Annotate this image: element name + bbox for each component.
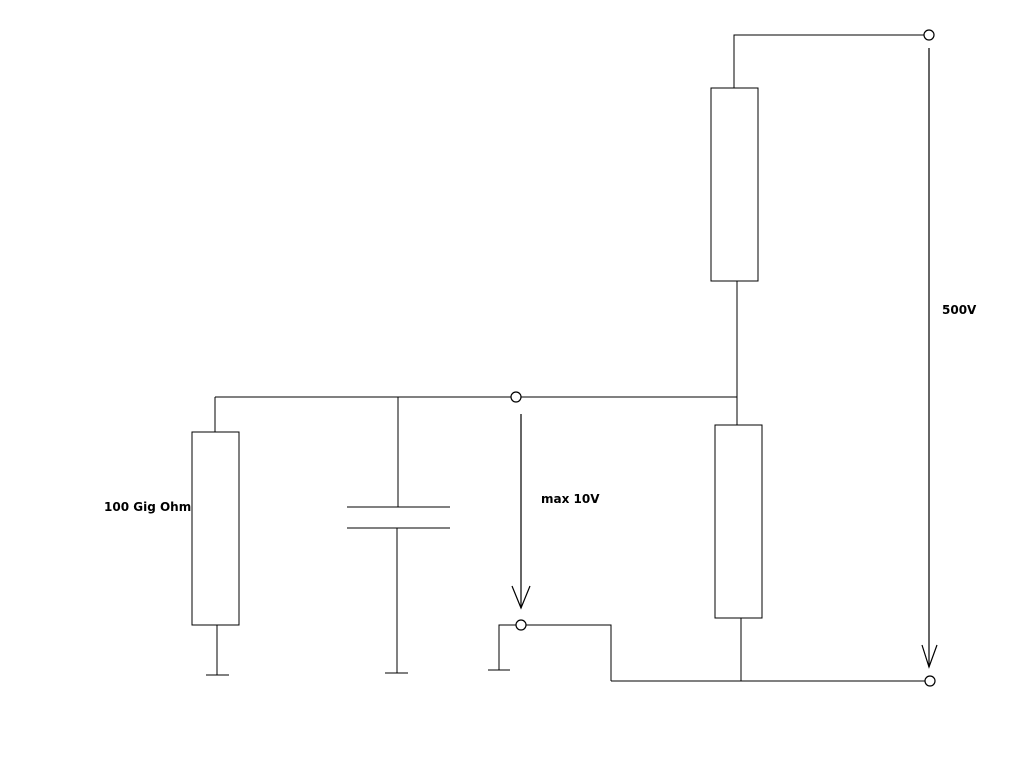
- supply-voltage-label: 500V: [942, 303, 977, 317]
- lower-resistor: [714, 424, 763, 619]
- supply-top-wire: [733, 34, 924, 88]
- supply-voltage-arrow-head: [921, 644, 938, 669]
- output-return-wire: [526, 624, 612, 681]
- supply-positive-terminal: [923, 29, 935, 41]
- output-ground-terminal: [515, 619, 527, 631]
- output-voltage-arrow-head: [511, 585, 531, 610]
- left-resistor: [191, 431, 240, 626]
- upper-resistor: [710, 87, 759, 282]
- output-voltage-label: max 10V: [541, 492, 600, 506]
- left-resistor-label: 100 Gig Ohm: [104, 500, 191, 514]
- supply-negative-terminal: [924, 675, 936, 687]
- output-ground-wire: [498, 624, 516, 670]
- output-terminal: [510, 391, 522, 403]
